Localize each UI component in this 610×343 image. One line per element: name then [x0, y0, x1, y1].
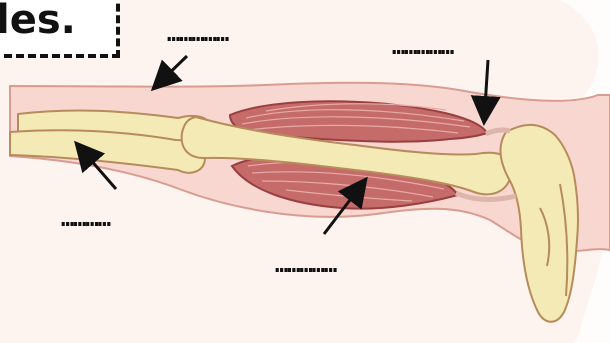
title-box: les. — [0, 0, 120, 58]
label-blank-top-right: …………… — [392, 37, 453, 59]
title-text: les. — [0, 0, 76, 40]
label-blank-top-left: …………… — [167, 24, 228, 46]
label-blank-bottom-left: ………… — [61, 209, 110, 231]
label-blank-bottom-right: …………… — [275, 255, 336, 277]
